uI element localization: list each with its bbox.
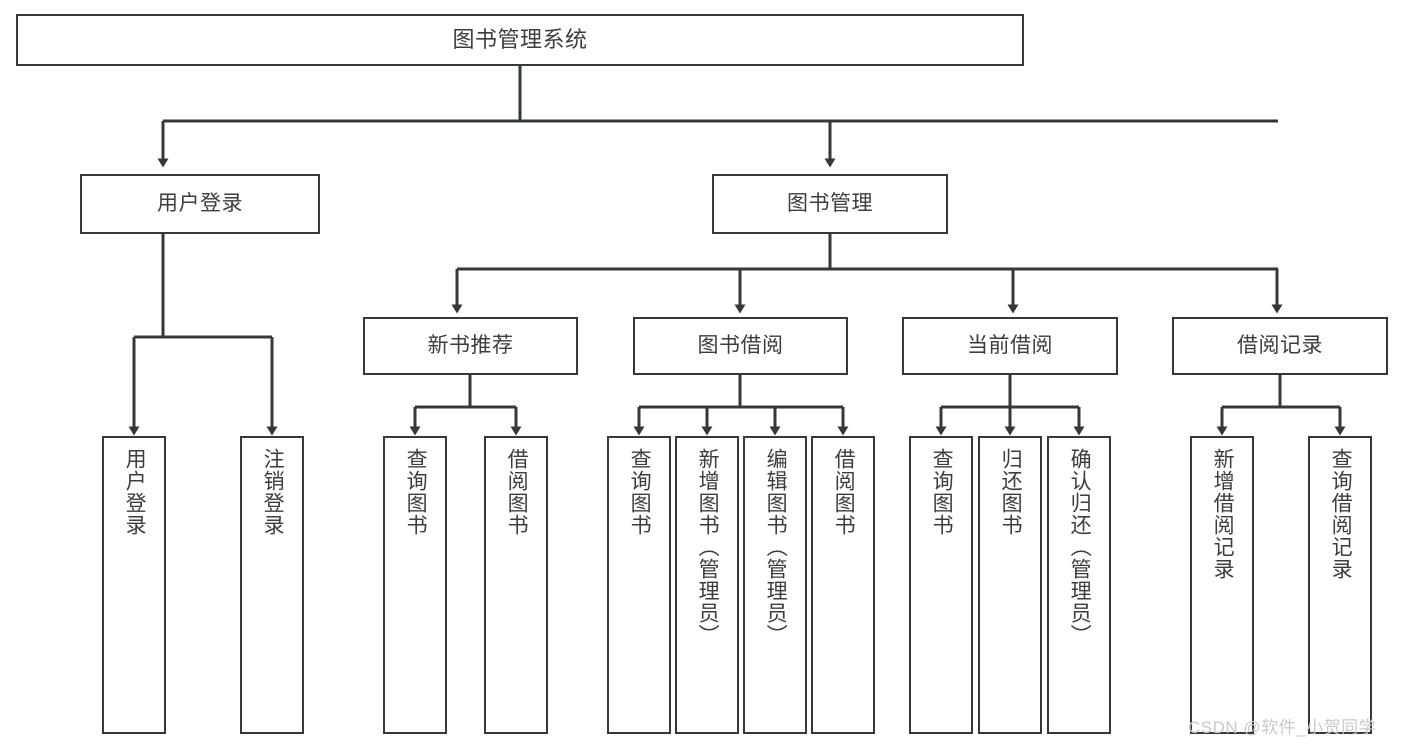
leaf-edit-book[interactable]: 编辑图书（管理员） [743,436,807,734]
leaf-add-book[interactable]: 新增图书（管理员） [675,436,739,734]
node-borrow-record[interactable]: 借阅记录 [1172,317,1388,375]
leaf-query-book-1[interactable]: 查询图书 [383,436,447,734]
node-label: 图书借阅 [697,334,784,358]
node-label: 用户登录 [123,448,147,536]
node-label: 新增借阅记录 [1211,448,1235,580]
node-label: 借阅图书 [832,448,856,536]
leaf-borrow-book-1[interactable]: 借阅图书 [484,436,548,734]
leaf-query-book-2[interactable]: 查询图书 [607,436,671,734]
leaf-query-book-3[interactable]: 查询图书 [909,436,973,734]
node-label: 当前借阅 [967,334,1053,358]
node-label: 借阅图书 [505,448,529,536]
leaf-query-record[interactable]: 查询借阅记录 [1308,436,1372,734]
node-label: 用户登录 [157,192,243,216]
leaf-user-logout[interactable]: 注销登录 [240,436,304,734]
node-new-book-rec[interactable]: 新书推荐 [363,317,578,375]
node-label: 编辑图书（管理员） [764,448,788,646]
node-book-borrow[interactable]: 图书借阅 [633,317,848,375]
node-label: 借阅记录 [1237,334,1323,358]
leaf-add-record[interactable]: 新增借阅记录 [1190,436,1254,734]
leaf-confirm-return[interactable]: 确认归还（管理员） [1047,436,1111,734]
node-label: 新增图书（管理员） [696,448,720,646]
node-label: 确认归还（管理员） [1068,448,1092,646]
node-label: 图书管理 [787,192,873,216]
node-user-login[interactable]: 用户登录 [80,174,320,234]
node-label: 查询借阅记录 [1329,448,1353,580]
leaf-return-book[interactable]: 归还图书 [978,436,1042,734]
node-label: 查询图书 [404,448,428,536]
node-book-manage[interactable]: 图书管理 [712,174,948,234]
node-label: 注销登录 [261,448,285,536]
node-label: 查询图书 [628,448,652,536]
node-root[interactable]: 图书管理系统 [16,14,1024,66]
node-label: 新书推荐 [427,334,514,358]
node-label: 图书管理系统 [452,26,588,52]
leaf-user-login[interactable]: 用户登录 [102,436,166,734]
leaf-borrow-book-2[interactable]: 借阅图书 [811,436,875,734]
node-current-borrow[interactable]: 当前借阅 [902,317,1118,375]
node-label: 归还图书 [999,448,1023,536]
node-label: 查询图书 [930,448,954,536]
